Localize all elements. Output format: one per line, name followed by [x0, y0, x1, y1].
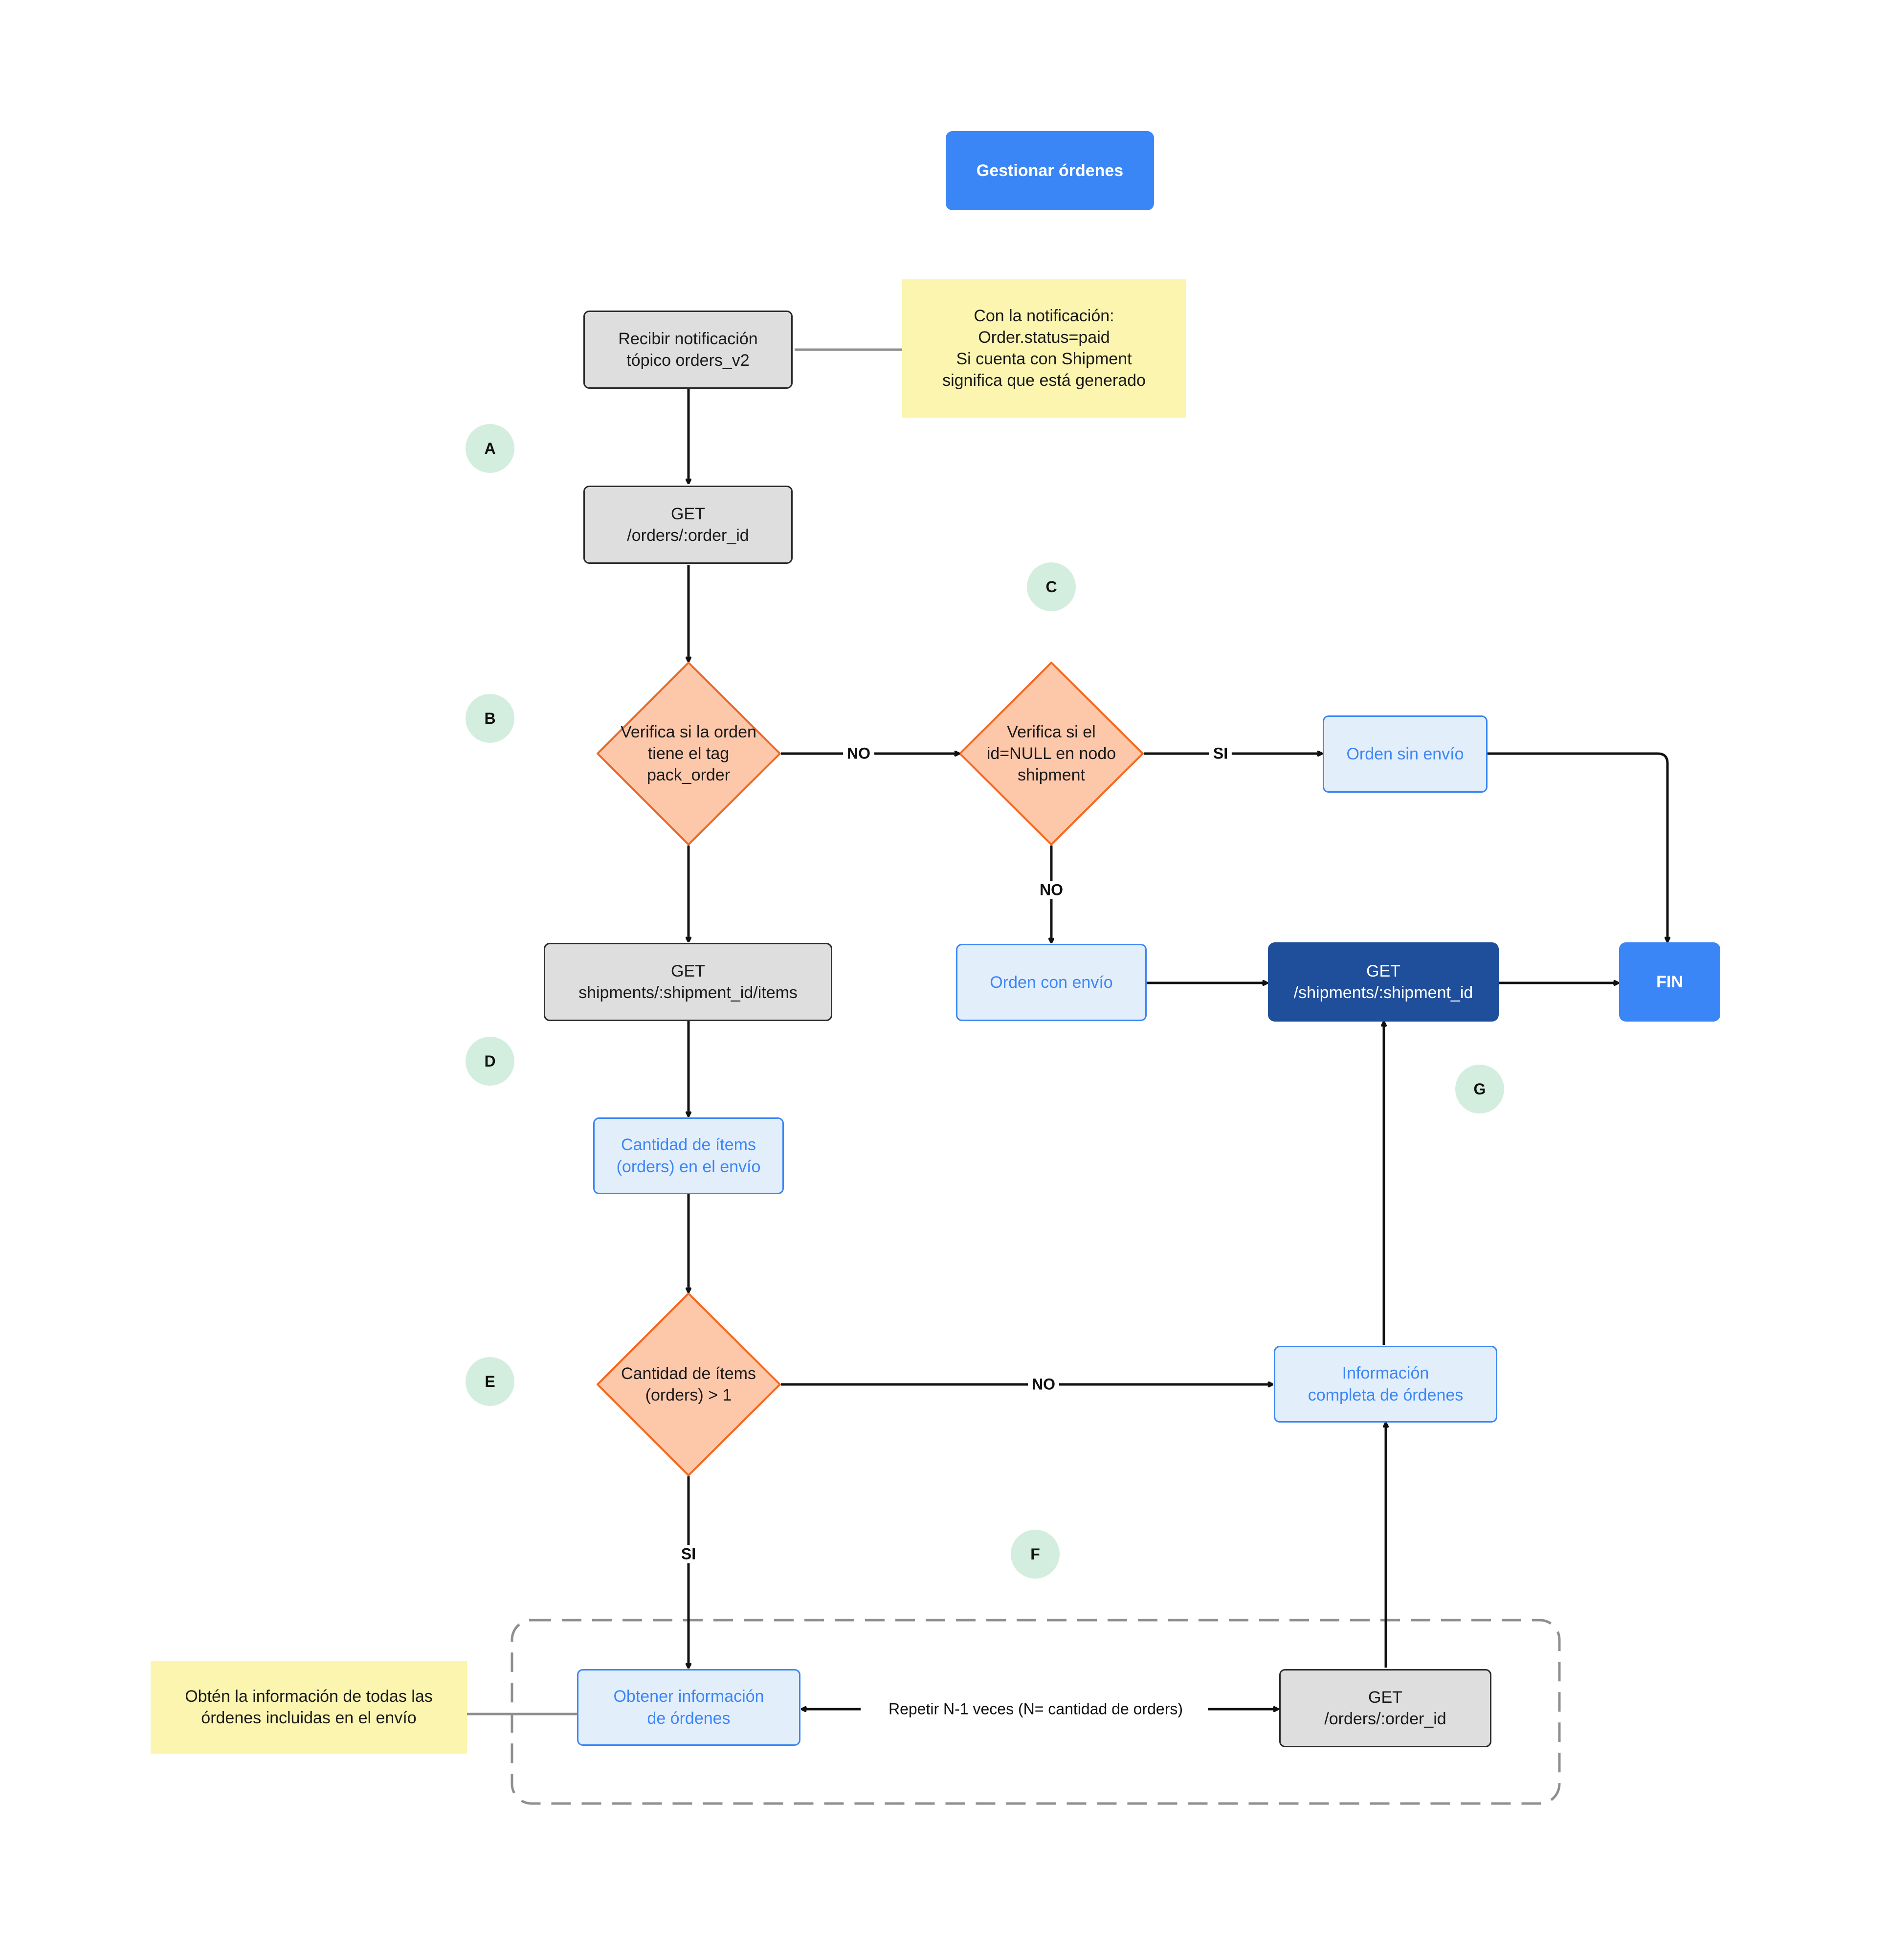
loop-group-frame — [511, 1619, 1561, 1805]
step-marker-g: G — [1455, 1065, 1504, 1114]
note-all-orders: Obtén la información de todas las órdene… — [151, 1661, 467, 1754]
step-marker-a: A — [466, 424, 514, 473]
node-items-count: Cantidad de ítems (orders) en el envío — [593, 1117, 784, 1194]
note-all-orders-text: Obtén la información de todas las órdene… — [185, 1687, 433, 1727]
node-fin-text: FIN — [1656, 972, 1683, 991]
edge-label-no-items: NO — [1028, 1375, 1059, 1394]
node-full-info: Información completa de órdenes — [1274, 1346, 1497, 1423]
note-notification-text: Con la notificación: Order.status=paid S… — [942, 306, 1146, 390]
edge-label-no-null: NO — [1036, 881, 1067, 899]
edge-label-si-items: SI — [677, 1545, 700, 1563]
note-notification: Con la notificación: Order.status=paid S… — [902, 279, 1186, 418]
edge-nosend-fin — [1487, 752, 1667, 941]
diamond-items-gt — [597, 1292, 781, 1476]
node-get-order: GET /orders/:order_id — [583, 486, 793, 564]
node-get-shipment-text: GET /shipments/:shipment_id — [1293, 961, 1473, 1002]
node-get-order-loop-text: GET /orders/:order_id — [1324, 1688, 1446, 1728]
node-get-items-text: GET shipments/:shipment_id/items — [578, 961, 798, 1002]
title-text: Gestionar órdenes — [976, 161, 1124, 180]
node-obtain-info-text: Obtener información de órdenes — [613, 1687, 764, 1728]
node-receive-text: Recibir notificación tópico orders_v2 — [618, 329, 758, 370]
edge-label-si-null: SI — [1209, 744, 1232, 763]
decision-items-gt-text: Cantidad de ítems (orders) > 1 — [621, 1364, 756, 1404]
decision-check-pack-text: Verifica si la orden tiene el tag pack_o… — [621, 722, 756, 785]
diamond-check-pack — [597, 662, 781, 846]
node-get-shipment: GET /shipments/:shipment_id — [1268, 942, 1499, 1022]
edge-label-repeat: Repetir N-1 veces (N= cantidad de orders… — [884, 1700, 1187, 1718]
node-no-shipping-text: Orden sin envío — [1346, 744, 1464, 763]
step-marker-b: B — [466, 694, 514, 743]
step-marker-d: D — [466, 1037, 514, 1086]
edge-label-no-pack: NO — [843, 744, 874, 763]
node-obtain-info: Obtener información de órdenes — [577, 1669, 800, 1746]
node-with-shipping-text: Orden con envío — [990, 973, 1113, 992]
title-box: Gestionar órdenes — [946, 131, 1154, 210]
node-order-no-shipping: Orden sin envío — [1323, 715, 1488, 793]
step-marker-c: C — [1027, 562, 1076, 611]
node-receive-notification: Recibir notificación tópico orders_v2 — [583, 311, 793, 389]
node-full-info-text: Información completa de órdenes — [1308, 1364, 1464, 1404]
decision-check-null-text: Verifica si el id=NULL en nodo shipment — [986, 722, 1116, 785]
node-items-count-text: Cantidad de ítems (orders) en el envío — [616, 1136, 761, 1176]
node-order-with-shipping: Orden con envío — [956, 944, 1147, 1021]
diamond-check-null — [959, 662, 1144, 846]
node-fin: FIN — [1619, 942, 1720, 1022]
node-get-order-text: GET /orders/:order_id — [627, 504, 749, 545]
step-marker-e: E — [466, 1357, 514, 1406]
node-get-order-loop: GET /orders/:order_id — [1279, 1669, 1491, 1747]
node-get-items: GET shipments/:shipment_id/items — [544, 943, 832, 1021]
step-marker-f: F — [1011, 1530, 1060, 1579]
